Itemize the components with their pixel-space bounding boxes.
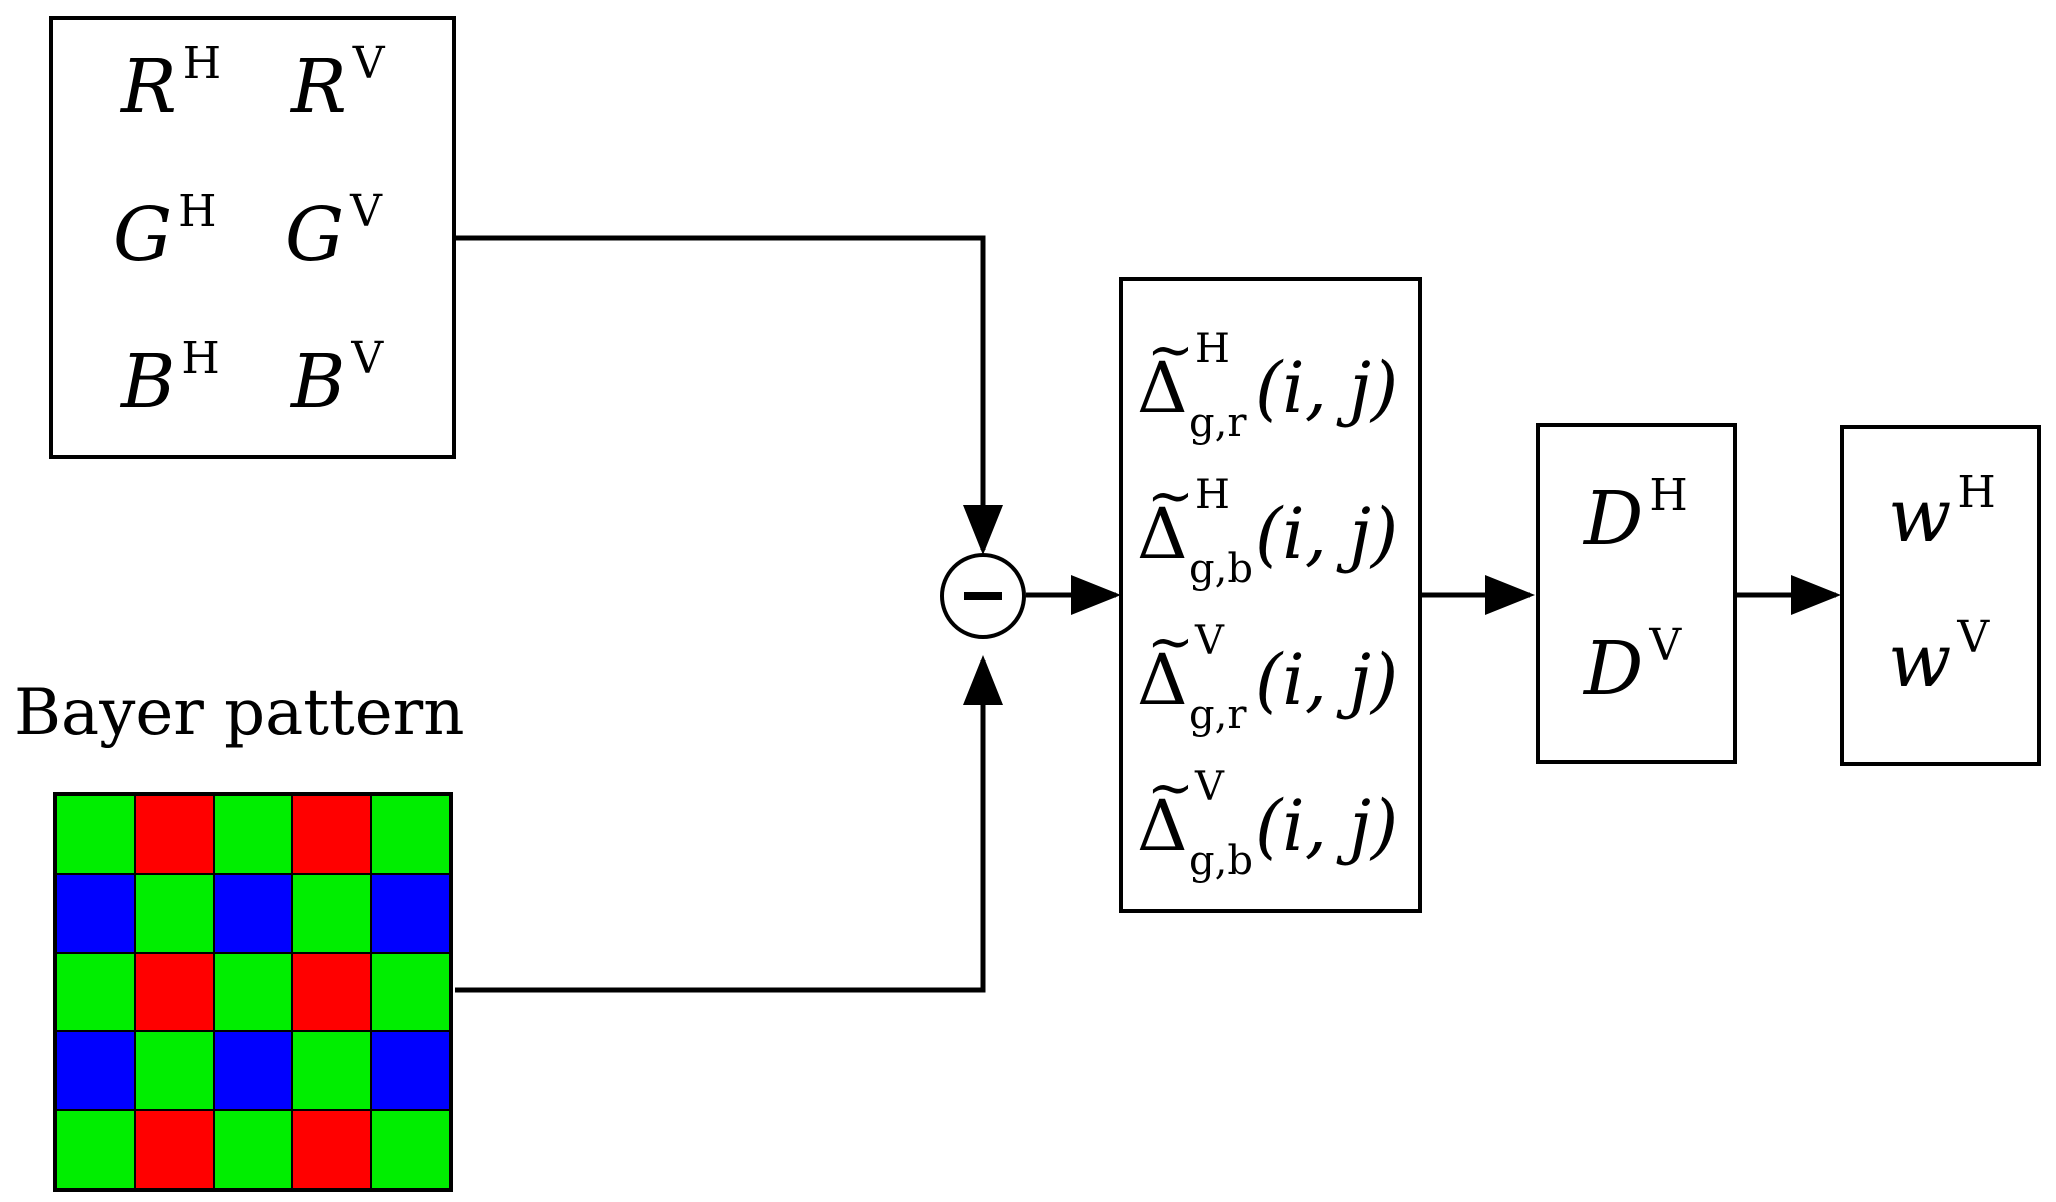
delta-tilde: ~: [1147, 610, 1194, 675]
delta-superscript: V: [1195, 764, 1224, 810]
bayer-cell-green: [213, 1110, 293, 1189]
delta-arguments: (i, j): [1255, 493, 1399, 575]
bayer-cell-blue: [213, 873, 293, 953]
delta-superscript: H: [1195, 326, 1230, 372]
bayer-cell-green: [213, 952, 293, 1032]
bayer-cell-red: [292, 795, 372, 874]
bayer-cell-green: [134, 1031, 214, 1111]
delta-subscript: g,r: [1189, 692, 1247, 738]
bayer-cell-red: [292, 1110, 372, 1189]
delta-arguments: (i, j): [1255, 639, 1399, 721]
delta-symbol: Δ~: [1137, 756, 1194, 867]
delta-subscript: g,r: [1189, 400, 1247, 446]
delta-tilde: ~: [1147, 464, 1194, 529]
delta-arguments: (i, j): [1255, 785, 1399, 867]
minus-icon: [964, 592, 1002, 600]
bayer-cell-green: [371, 795, 450, 874]
bayer-cell-green: [213, 795, 293, 874]
bayer-cell-red: [134, 952, 214, 1032]
delta-tilde: ~: [1147, 318, 1194, 383]
bayer-cell-green: [134, 873, 214, 953]
bayer-cell-red: [292, 952, 372, 1032]
bayer-cell-green: [371, 952, 450, 1032]
bayer-cell-red: [134, 1110, 214, 1189]
subtraction-operator: [940, 553, 1026, 639]
delta-symbol: Δ~: [1137, 318, 1194, 429]
bayer-cell-blue: [371, 1031, 450, 1111]
delta-superscript: V: [1195, 618, 1224, 664]
delta-arguments: (i, j): [1255, 347, 1399, 429]
bayer-cell-green: [292, 873, 372, 953]
bayer-cell-red: [134, 795, 214, 874]
bayer-cell-green: [371, 1110, 450, 1189]
delta-symbol: Δ~: [1137, 610, 1194, 721]
bayer-cell-green: [292, 1031, 372, 1111]
bayer-pattern-label: Bayer pattern: [14, 676, 465, 750]
bayer-pattern-grid: [53, 792, 453, 1192]
connector-input-to-operator: [455, 235, 1003, 555]
bayer-cell-blue: [213, 1031, 293, 1111]
delta-superscript: H: [1195, 472, 1230, 518]
delta-symbol: Δ~: [1137, 464, 1194, 575]
bayer-cell-green: [56, 795, 135, 874]
bayer-cell-green: [56, 1110, 135, 1189]
bayer-cell-blue: [56, 873, 135, 953]
delta-tilde: ~: [1147, 756, 1194, 821]
delta-subscript: g,b: [1189, 838, 1253, 884]
delta-subscript: g,b: [1189, 546, 1253, 592]
bayer-cell-green: [56, 952, 135, 1032]
bayer-cell-blue: [56, 1031, 135, 1111]
connector-bayer-to-operator: [455, 655, 1003, 993]
bayer-cell-blue: [371, 873, 450, 953]
